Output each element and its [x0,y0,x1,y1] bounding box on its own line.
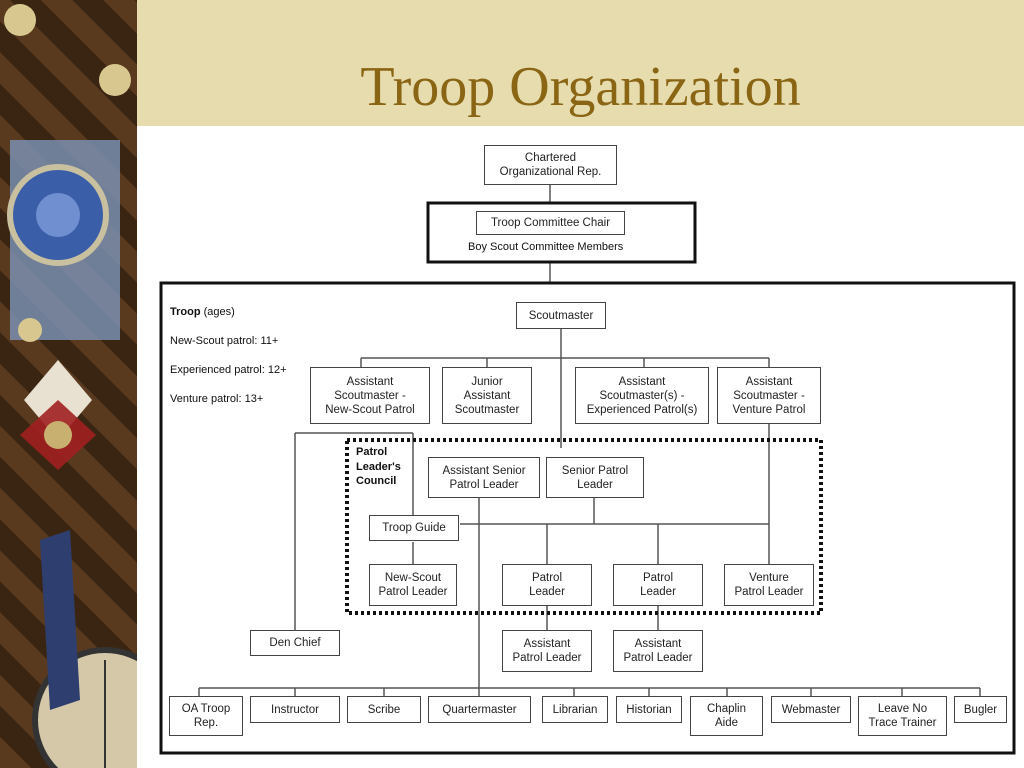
assistant-patrol-leader-node-2: Assistant Patrol Leader [613,630,703,672]
age-experienced: Experienced patrol: 12+ [170,363,287,376]
den-chief-node: Den Chief [250,630,340,656]
org-chart: Chartered Organizational Rep. Troop Comm… [137,126,1024,768]
asm-venture-node: Assistant Scoutmaster - Venture Patrol [717,367,821,424]
committee-chair-node: Troop Committee Chair [476,211,625,235]
staff-instructor: Instructor [250,696,340,723]
age-venture: Venture patrol: 13+ [170,392,264,405]
assistant-patrol-leader-node-1: Assistant Patrol Leader [502,630,592,672]
staff-quartermaster: Quartermaster [428,696,531,723]
staff-bugler: Bugler [954,696,1007,723]
staff-chaplin-aide: Chaplin Aide [690,696,763,736]
troop-label: Troop [170,305,201,318]
connector-lines [159,185,1016,755]
new-scout-patrol-leader-node: New-Scout Patrol Leader [369,564,457,606]
staff-scribe: Scribe [347,696,421,723]
medal-artwork [4,4,137,768]
patrol-leaders-council-box [345,438,823,615]
plc-label: Patrol Leader's Council [356,446,401,487]
patrol-leader-node-1: Patrol Leader [502,564,592,606]
title-band [137,0,1024,126]
chartered-rep-node: Chartered Organizational Rep. [484,145,617,185]
staff-historian: Historian [616,696,682,723]
asm-new-scout-node: Assistant Scoutmaster - New-Scout Patrol [310,367,430,424]
troop-ages-legend: Troop (ages) New-Scout patrol: 11+ Exper… [170,290,287,421]
age-new-scout: New-Scout patrol: 11+ [170,334,279,347]
staff-leave-no-trace-trainer: Leave No Trace Trainer [858,696,947,736]
troop-ages-label: (ages) [203,305,235,318]
scoutmaster-node: Scoutmaster [516,302,606,329]
committee-box [426,201,697,264]
spl-node: Senior Patrol Leader [546,457,644,498]
slide-title: Troop Organization [360,56,801,118]
venture-patrol-leader-node: Venture Patrol Leader [724,564,814,606]
staff-oa-troop-rep: OA Troop Rep. [169,696,243,736]
troop-box [159,281,1016,755]
asm-experienced-node: Assistant Scoutmaster(s) - Experienced P… [575,367,709,424]
patrol-leader-node-2: Patrol Leader [613,564,703,606]
junior-asm-node: Junior Assistant Scoutmaster [442,367,532,424]
troop-guide-node: Troop Guide [369,515,459,541]
decorative-medal-image [0,0,137,768]
committee-members-label: Boy Scout Committee Members [468,241,624,253]
staff-webmaster: Webmaster [771,696,851,723]
staff-librarian: Librarian [542,696,608,723]
aspl-node: Assistant Senior Patrol Leader [428,457,540,498]
